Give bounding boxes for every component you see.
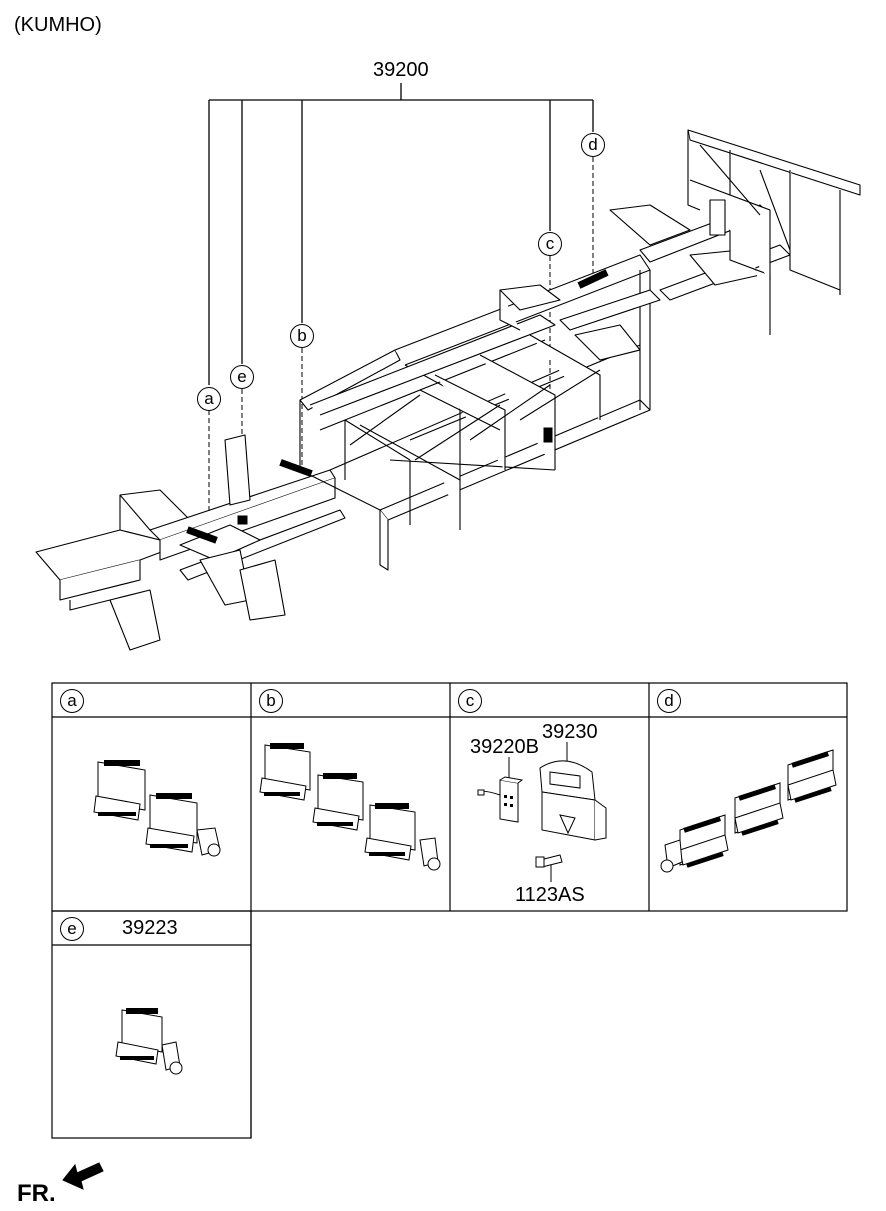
panel-d-letter: d (657, 689, 681, 713)
chassis-diagram (35, 83, 861, 651)
part-number-1123AS: 1123AS (515, 884, 585, 906)
callout-a[interactable]: a (197, 387, 221, 411)
variant-label: (KUMHO) (14, 14, 102, 36)
panel-b-letter: b (259, 689, 283, 713)
panel-c-letter: c (458, 689, 482, 713)
panel-a-letter: a (60, 689, 84, 713)
panel-e-letter: e (60, 917, 84, 941)
callout-c[interactable]: c (538, 232, 562, 256)
front-arrow-icon (62, 1162, 104, 1190)
front-direction-indicator: FR. (15, 1155, 115, 1207)
assembly-part-number: 39200 (373, 59, 429, 81)
callout-b[interactable]: b (290, 324, 314, 348)
front-label: FR. (17, 1180, 56, 1207)
part-number-39220B: 39220B (470, 736, 539, 758)
part-number-39223: 39223 (122, 917, 178, 939)
callout-e[interactable]: e (230, 365, 254, 389)
callout-d[interactable]: d (581, 133, 605, 157)
part-number-39230: 39230 (542, 721, 598, 743)
